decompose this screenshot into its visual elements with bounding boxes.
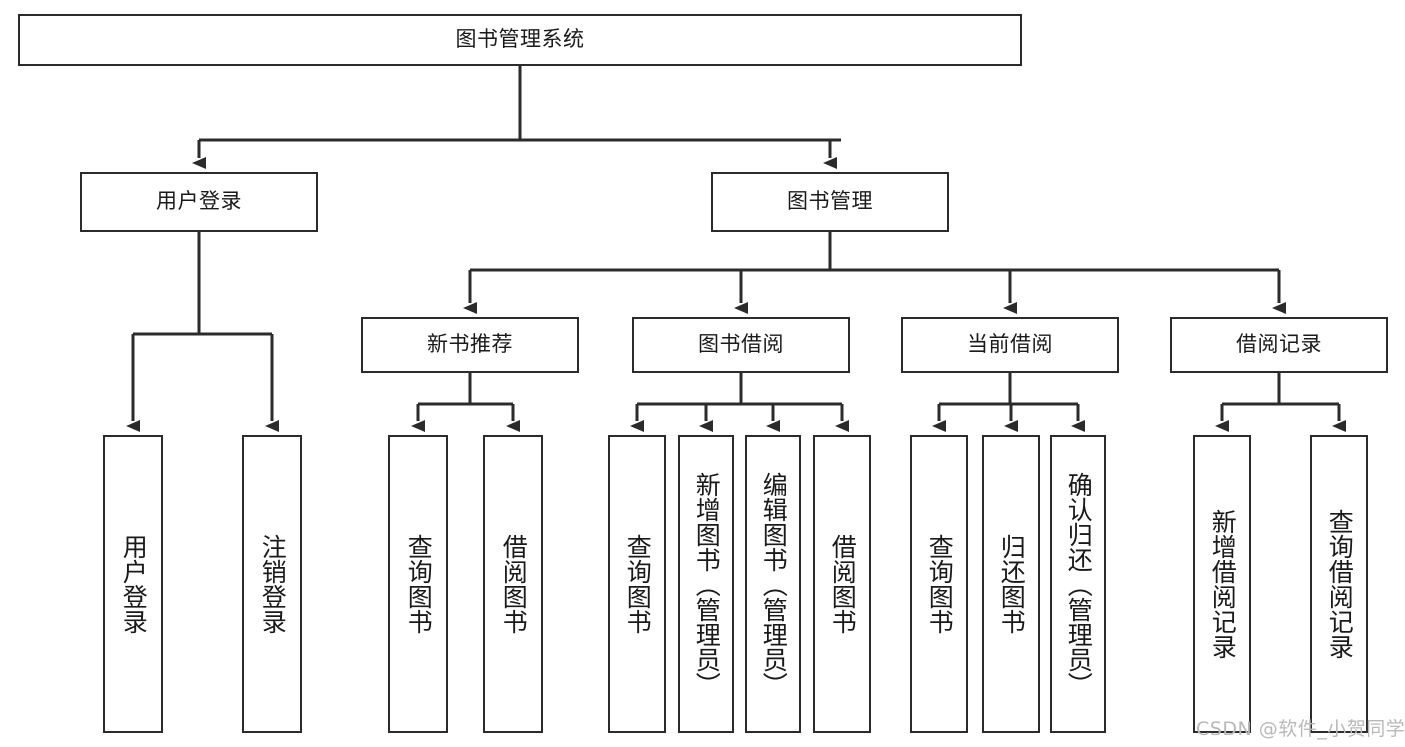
leaf-confirm-return[interactable]: 确认归还（管理员） [1050, 435, 1106, 733]
node-borrow-record-label: 借阅记录 [1236, 332, 1322, 357]
node-user-login-label: 用户登录 [156, 189, 242, 214]
node-user-login[interactable]: 用户登录 [80, 172, 318, 232]
leaf-return-book-label: 归还图书 [997, 534, 1027, 634]
leaf-query-book-1-label: 查询图书 [404, 534, 434, 634]
node-current-borrow-label: 当前借阅 [967, 332, 1053, 357]
leaf-user-login-label: 用户登录 [119, 534, 149, 634]
node-root-label: 图书管理系统 [455, 27, 585, 52]
node-book-borrow-label: 图书借阅 [698, 332, 784, 357]
leaf-return-book[interactable]: 归还图书 [982, 435, 1040, 733]
node-new-book-recommend-label: 新书推荐 [427, 332, 513, 357]
leaf-add-book[interactable]: 新增图书（管理员） [678, 435, 734, 733]
leaf-add-book-label: 新增图书（管理员） [692, 471, 722, 697]
leaf-logout-label: 注销登录 [258, 534, 288, 634]
leaf-query-book-1[interactable]: 查询图书 [388, 435, 448, 733]
leaf-add-borrow-record-label: 新增借阅记录 [1208, 509, 1238, 659]
leaf-edit-book[interactable]: 编辑图书（管理员） [745, 435, 801, 733]
csdn-watermark: CSDN @软件_小贺同学 [1196, 718, 1405, 740]
node-borrow-record[interactable]: 借阅记录 [1170, 317, 1388, 373]
node-new-book-recommend[interactable]: 新书推荐 [361, 317, 579, 373]
leaf-query-borrow-record-label: 查询借阅记录 [1325, 509, 1355, 659]
leaf-borrow-book-2-label: 借阅图书 [828, 534, 858, 634]
node-book-borrow[interactable]: 图书借阅 [632, 317, 850, 373]
leaf-query-borrow-record[interactable]: 查询借阅记录 [1310, 435, 1368, 733]
leaf-borrow-book-1[interactable]: 借阅图书 [483, 435, 543, 733]
leaf-query-book-2-label: 查询图书 [623, 534, 653, 634]
leaf-logout[interactable]: 注销登录 [242, 435, 302, 733]
leaf-confirm-return-label: 确认归还（管理员） [1064, 471, 1094, 697]
leaf-user-login[interactable]: 用户登录 [103, 435, 163, 733]
node-root[interactable]: 图书管理系统 [18, 14, 1022, 66]
node-book-manage-label: 图书管理 [787, 189, 873, 214]
node-book-manage[interactable]: 图书管理 [711, 172, 949, 232]
leaf-query-book-2[interactable]: 查询图书 [608, 435, 666, 733]
leaf-query-book-3-label: 查询图书 [925, 534, 955, 634]
leaf-edit-book-label: 编辑图书（管理员） [759, 471, 789, 697]
leaf-borrow-book-1-label: 借阅图书 [499, 534, 529, 634]
node-current-borrow[interactable]: 当前借阅 [901, 317, 1119, 373]
leaf-borrow-book-2[interactable]: 借阅图书 [813, 435, 871, 733]
leaf-query-book-3[interactable]: 查询图书 [910, 435, 968, 733]
leaf-add-borrow-record[interactable]: 新增借阅记录 [1193, 435, 1251, 733]
